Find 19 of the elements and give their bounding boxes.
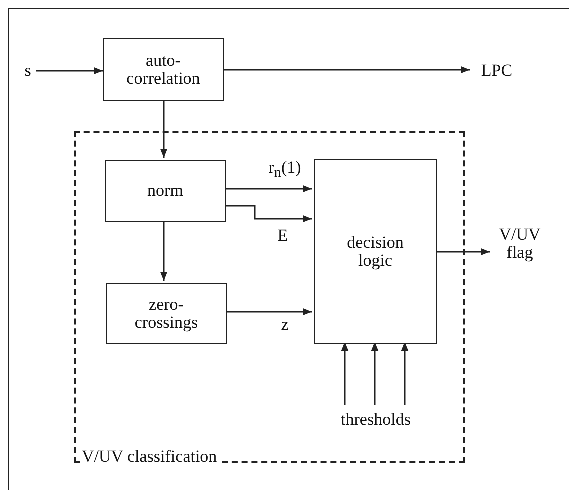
process-box: decision logic	[314, 159, 437, 344]
output-label: V/UV flag	[490, 220, 550, 268]
output-label: LPC	[470, 60, 524, 82]
process-box: norm	[105, 160, 226, 222]
arrow	[160, 101, 168, 158]
arrow	[341, 342, 349, 405]
arrow	[224, 205, 312, 223]
arrow	[225, 308, 312, 316]
arrow	[160, 220, 168, 281]
arrow	[224, 185, 312, 193]
process-box: auto- correlation	[103, 38, 224, 101]
arrow	[435, 248, 490, 256]
input-label: thresholds	[318, 407, 434, 433]
signal-label: s	[20, 60, 36, 82]
arrow	[224, 66, 470, 74]
process-box: zero- crossings	[106, 283, 227, 344]
arrow	[36, 67, 103, 75]
arrow	[371, 342, 379, 405]
arrow	[401, 342, 409, 405]
